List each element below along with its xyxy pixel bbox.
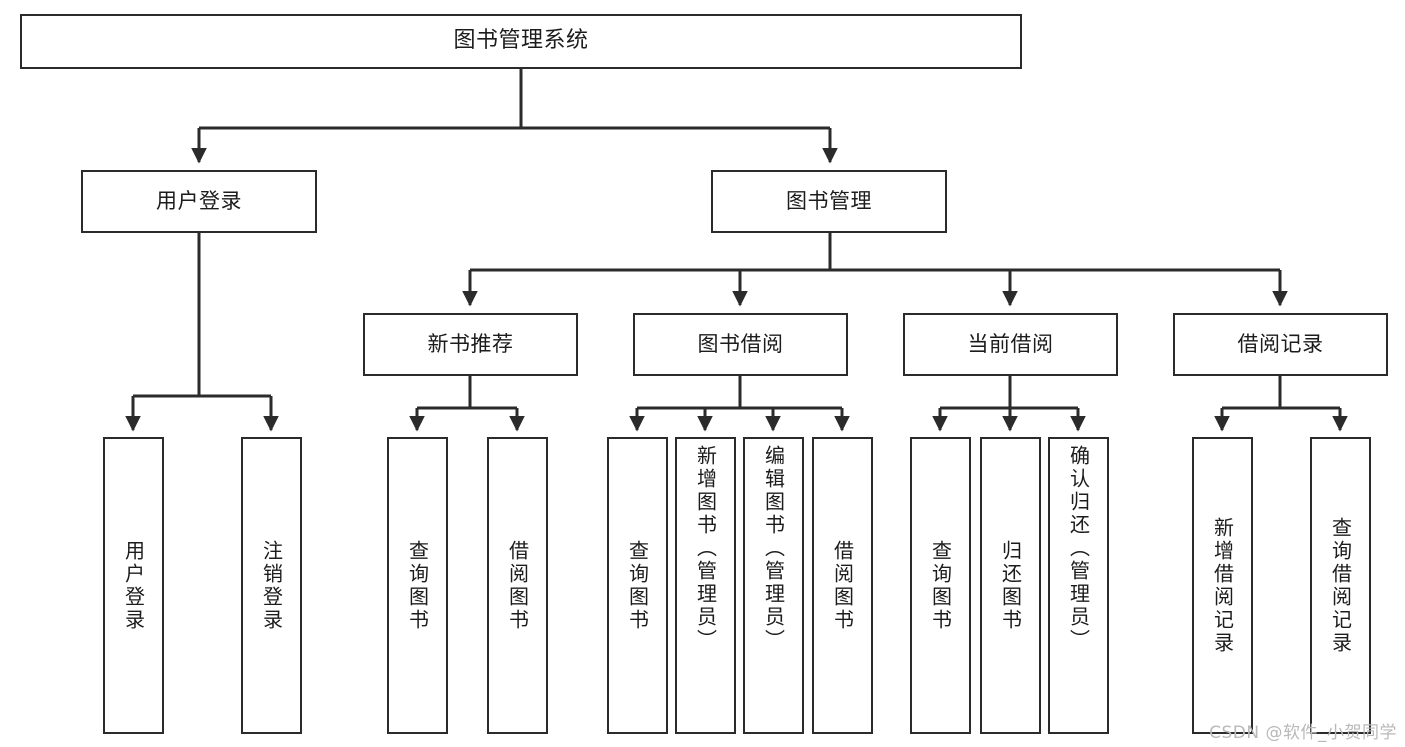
node-leaf-logout[interactable]: 注销登录: [241, 437, 302, 734]
node-current-borrow-label: 当前借阅: [967, 331, 1054, 356]
node-leaf-add-book[interactable]: 新增图书（管理员）: [675, 437, 736, 734]
node-leaf-query-book-1[interactable]: 查询图书: [387, 437, 448, 734]
node-leaf-user-login-label: 用户登录: [121, 539, 146, 632]
node-leaf-user-login[interactable]: 用户登录: [103, 437, 164, 734]
node-leaf-edit-book-label: 编辑图书（管理员）: [761, 445, 786, 652]
node-user-login[interactable]: 用户登录: [81, 170, 317, 233]
node-leaf-borrow-book-1[interactable]: 借阅图书: [487, 437, 548, 734]
watermark-text: CSDN @软件_小贺同学: [1209, 723, 1397, 743]
node-leaf-borrow-book-2-label: 借阅图书: [830, 539, 855, 632]
node-book-manage[interactable]: 图书管理: [711, 170, 947, 233]
node-leaf-add-record-label: 新增借阅记录: [1210, 516, 1235, 655]
node-borrow-record-label: 借阅记录: [1237, 331, 1324, 356]
node-borrow-record[interactable]: 借阅记录: [1173, 313, 1388, 376]
node-current-borrow[interactable]: 当前借阅: [903, 313, 1118, 376]
node-leaf-query-book-2-label: 查询图书: [625, 539, 650, 632]
node-leaf-confirm-return-label: 确认归还（管理员）: [1066, 445, 1091, 652]
node-leaf-return-book[interactable]: 归还图书: [980, 437, 1041, 734]
node-leaf-query-record-label: 查询借阅记录: [1328, 516, 1353, 655]
node-new-book-recommend[interactable]: 新书推荐: [363, 313, 578, 376]
node-leaf-return-book-label: 归还图书: [998, 539, 1023, 632]
node-leaf-query-book-3-label: 查询图书: [928, 539, 953, 632]
node-root[interactable]: 图书管理系统: [20, 14, 1022, 69]
node-leaf-edit-book[interactable]: 编辑图书（管理员）: [743, 437, 804, 734]
node-root-label: 图书管理系统: [453, 28, 589, 54]
node-book-borrow-label: 图书借阅: [697, 331, 784, 356]
node-leaf-add-record[interactable]: 新增借阅记录: [1192, 437, 1253, 734]
node-leaf-logout-label: 注销登录: [259, 539, 284, 632]
node-leaf-add-book-label: 新增图书（管理员）: [693, 445, 718, 652]
node-leaf-query-book-2[interactable]: 查询图书: [607, 437, 668, 734]
node-leaf-borrow-book-2[interactable]: 借阅图书: [812, 437, 873, 734]
node-leaf-confirm-return[interactable]: 确认归还（管理员）: [1048, 437, 1109, 734]
node-leaf-borrow-book-1-label: 借阅图书: [505, 539, 530, 632]
node-leaf-query-book-3[interactable]: 查询图书: [910, 437, 971, 734]
node-leaf-query-record[interactable]: 查询借阅记录: [1310, 437, 1371, 734]
node-new-book-recommend-label: 新书推荐: [427, 331, 514, 356]
node-book-borrow[interactable]: 图书借阅: [633, 313, 848, 376]
node-leaf-query-book-1-label: 查询图书: [405, 539, 430, 632]
node-book-manage-label: 图书管理: [786, 188, 872, 213]
node-user-login-label: 用户登录: [156, 188, 242, 213]
